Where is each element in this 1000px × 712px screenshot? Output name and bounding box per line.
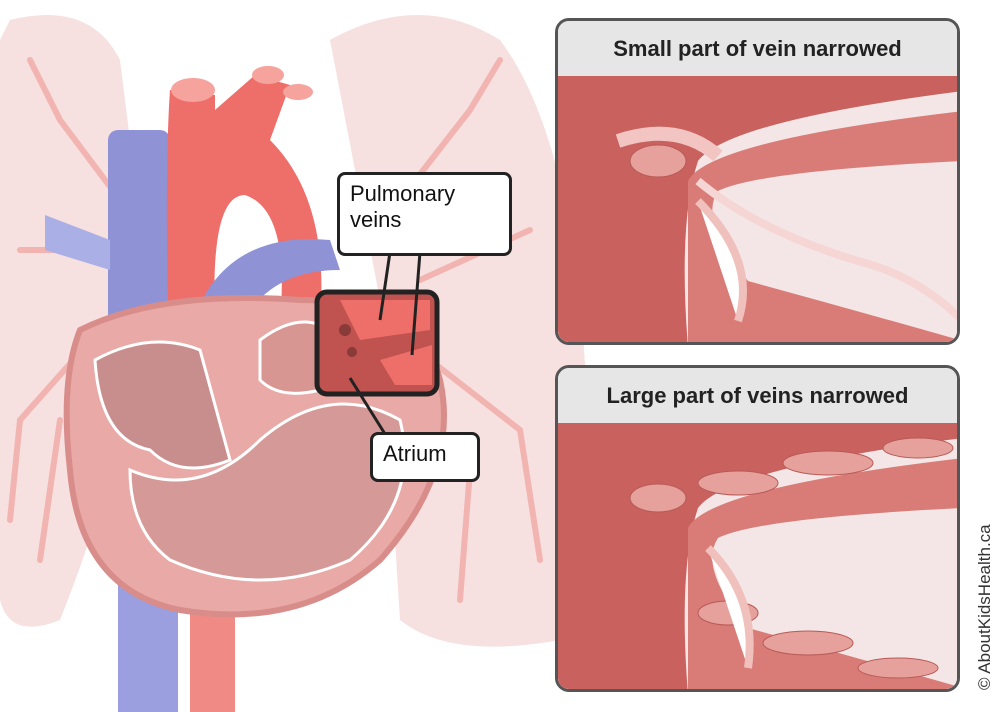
- panel-title: Small part of vein narrowed: [558, 21, 957, 76]
- panel-small-narrowing: Small part of vein narrowed: [555, 18, 960, 345]
- superior-vena-cava: [108, 130, 170, 360]
- zoom-region-box: [314, 289, 440, 397]
- vein-small-narrowing-illustration: [558, 76, 957, 342]
- atrium-label: Atrium: [370, 432, 480, 482]
- copyright-credit: © AboutKidsHealth.ca: [975, 524, 994, 690]
- panel-title: Large part of veins narrowed: [558, 368, 957, 423]
- panel-large-narrowing: Large part of veins narrowed: [555, 365, 960, 692]
- vein-large-narrowing-illustration: [558, 423, 957, 689]
- pulmonary-veins-label: Pulmonary veins: [337, 172, 512, 256]
